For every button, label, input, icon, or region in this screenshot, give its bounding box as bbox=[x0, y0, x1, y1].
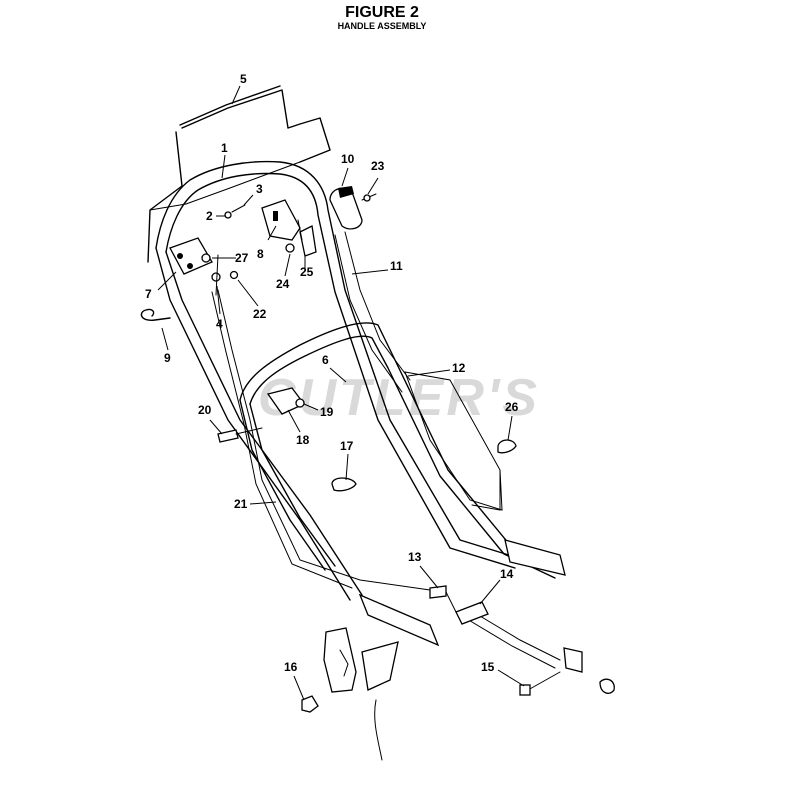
handle-panel bbox=[404, 371, 503, 511]
callout-3: 3 bbox=[256, 182, 263, 196]
callout-8: 8 bbox=[257, 247, 264, 261]
callout-9: 9 bbox=[164, 351, 171, 365]
callout-16: 16 bbox=[284, 660, 298, 674]
callout-20: 20 bbox=[198, 403, 212, 417]
control-bail bbox=[147, 85, 331, 263]
callout-10: 10 bbox=[341, 152, 355, 166]
callout-19: 19 bbox=[320, 405, 334, 419]
figure-title: FIGURE 2 bbox=[345, 4, 419, 21]
callout-6: 6 bbox=[322, 353, 329, 367]
cable-clip-26 bbox=[497, 439, 517, 454]
cable-clip-17 bbox=[331, 477, 357, 492]
watermark-text: CUTLER'S bbox=[258, 369, 540, 427]
callout-2: 2 bbox=[206, 209, 213, 223]
callout-18: 18 bbox=[296, 433, 310, 447]
callout-23: 23 bbox=[371, 159, 385, 173]
callout-27: 27 bbox=[235, 251, 249, 265]
mount-bracket bbox=[301, 627, 399, 761]
cable-adjuster bbox=[429, 585, 489, 625]
callout-1: 1 bbox=[221, 141, 228, 155]
callout-13: 13 bbox=[408, 550, 422, 564]
callout-11: 11 bbox=[390, 259, 403, 273]
callout-25: 25 bbox=[300, 265, 314, 279]
callout-24: 24 bbox=[276, 277, 290, 291]
lower-handle bbox=[239, 322, 566, 647]
center-control bbox=[261, 199, 317, 257]
leader-lines bbox=[157, 85, 525, 701]
right-control-knob bbox=[329, 186, 377, 230]
callout-21: 21 bbox=[234, 497, 248, 511]
figure-subtitle: HANDLE ASSEMBLY bbox=[338, 21, 427, 31]
callout-labels: 1 2 3 4 5 6 7 8 9 10 11 12 13 14 15 16 1… bbox=[145, 72, 519, 674]
callout-15: 15 bbox=[481, 660, 495, 674]
control-cables bbox=[211, 231, 561, 669]
callout-5: 5 bbox=[240, 72, 247, 86]
callout-12: 12 bbox=[452, 361, 466, 375]
clamp-assembly bbox=[217, 387, 306, 443]
callout-22: 22 bbox=[253, 307, 267, 321]
cable-bracket bbox=[519, 647, 615, 696]
callout-4: 4 bbox=[216, 317, 223, 331]
callout-14: 14 bbox=[500, 567, 514, 581]
left-bracket bbox=[169, 204, 246, 296]
callout-7: 7 bbox=[145, 287, 152, 301]
callout-17: 17 bbox=[340, 439, 354, 453]
callout-26: 26 bbox=[505, 400, 519, 414]
cable-hook bbox=[140, 308, 171, 321]
